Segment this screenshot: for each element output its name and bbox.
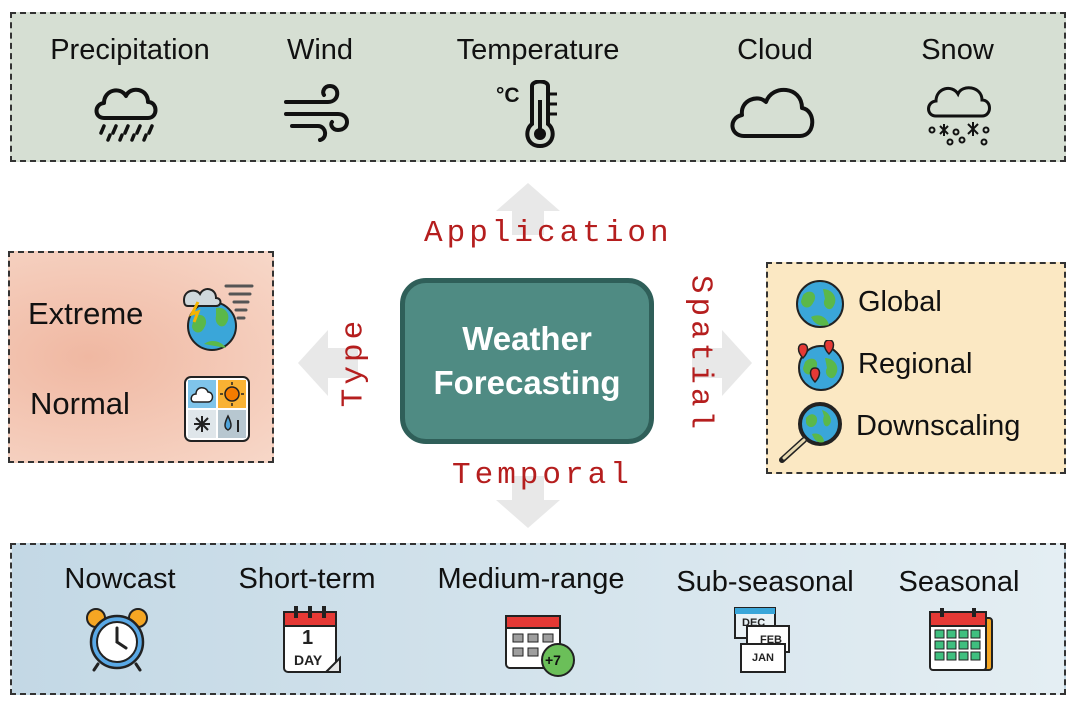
downscaling-magnifier-icon bbox=[779, 402, 842, 463]
month-pages-icon bbox=[734, 607, 790, 673]
seasonal-label: Seasonal bbox=[898, 566, 1020, 598]
precipitation-label: Precipitation bbox=[50, 34, 210, 66]
wind-icon bbox=[284, 83, 349, 142]
global-label: Global bbox=[858, 286, 942, 318]
regional-map-pin-icon bbox=[797, 340, 844, 391]
snow-label: Snow bbox=[921, 34, 994, 66]
short-term-label: Short-term bbox=[238, 563, 376, 595]
center-title-line1: Weather bbox=[462, 320, 592, 357]
extreme-label: Extreme bbox=[28, 296, 144, 331]
week-calendar-icon bbox=[505, 615, 575, 677]
wind-item: Wind bbox=[270, 34, 370, 67]
precipitation-item: Precipitation bbox=[30, 34, 230, 67]
thermometer-icon bbox=[525, 80, 557, 149]
cloud-item: Cloud bbox=[700, 34, 850, 67]
extreme-weather-globe-icon bbox=[182, 284, 254, 351]
seasonal-item: Seasonal bbox=[884, 566, 1034, 599]
sub-seasonal-item: Sub-seasonal bbox=[660, 566, 870, 599]
cloud-label: Cloud bbox=[737, 34, 813, 66]
temporal-panel bbox=[10, 543, 1066, 695]
seasonal-calendar-icon bbox=[929, 608, 993, 671]
sub-seasonal-label: Sub-seasonal bbox=[676, 566, 854, 598]
regional-label: Regional bbox=[858, 348, 973, 380]
spatial-axis-label: Spatial bbox=[682, 274, 718, 434]
month-feb: FEB bbox=[760, 634, 782, 646]
center-title-line2: Forecasting bbox=[433, 364, 621, 401]
medium-range-item: Medium-range bbox=[420, 563, 642, 596]
arrow-down-icon bbox=[496, 476, 560, 528]
arrow-right-icon bbox=[692, 330, 752, 396]
nowcast-item: Nowcast bbox=[40, 563, 200, 596]
temperature-item: Temperature bbox=[438, 34, 638, 67]
globe-icon bbox=[796, 280, 844, 328]
weather-forecasting-box: Weather Forecasting bbox=[400, 278, 654, 444]
temporal-axis-label: Temporal bbox=[452, 458, 633, 493]
normal-label: Normal bbox=[30, 386, 130, 421]
celsius-text: °C bbox=[496, 84, 520, 107]
normal-weather-grid-icon bbox=[184, 376, 250, 442]
application-axis-label: Application bbox=[424, 216, 673, 251]
alarm-clock-icon bbox=[86, 608, 148, 672]
short-term-item: Short-term bbox=[222, 563, 392, 596]
medium-range-label: Medium-range bbox=[437, 563, 625, 595]
nowcast-label: Nowcast bbox=[64, 563, 176, 595]
wind-label: Wind bbox=[286, 34, 354, 66]
one-day-calendar-icon bbox=[283, 606, 341, 673]
month-dec: DEC bbox=[742, 617, 766, 629]
month-jan: JAN bbox=[752, 652, 775, 664]
calendar-day-word: DAY bbox=[294, 652, 323, 668]
downscaling-label: Downscaling bbox=[856, 410, 1021, 442]
arrow-up-icon bbox=[496, 183, 560, 235]
temperature-label: Temperature bbox=[456, 34, 620, 66]
plus-seven-text: +7 bbox=[545, 652, 561, 668]
cloud-icon bbox=[730, 87, 815, 138]
snow-item: Snow bbox=[900, 34, 1015, 67]
snow-cloud-icon bbox=[927, 86, 991, 146]
calendar-day-number: 1 bbox=[302, 627, 314, 649]
type-axis-label: Type bbox=[336, 316, 372, 408]
arrow-left-icon bbox=[298, 330, 358, 396]
rain-cloud-icon bbox=[94, 87, 158, 142]
